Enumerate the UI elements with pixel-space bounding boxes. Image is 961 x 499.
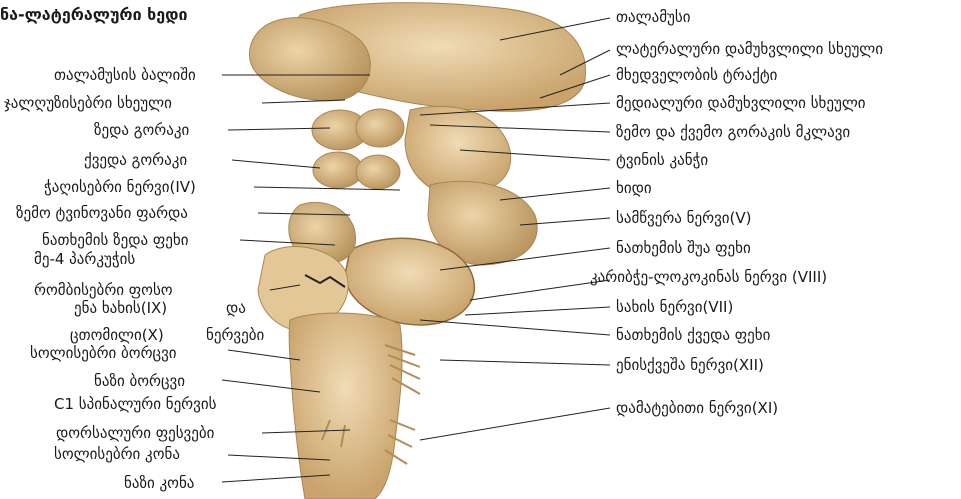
label-pulvinar: თალამუსის ბალიში [54,66,196,84]
label-and: და [226,299,246,317]
superior-colliculus-shape-2 [356,109,404,147]
label-hypoglossal: ენისქვეშა ნერვი(XII) [616,356,764,374]
label-nerves: ნერვები [206,326,264,344]
label-colliculi-brachium: ზემო და ქვემო გორაკის მკლავი [616,123,850,141]
label-facial: სახის ნერვი(VII) [616,298,733,316]
label-cuneate-fasciculus: სოლისებრი კონა [54,445,180,463]
label-inferior-peduncle: ნათხემის ქვედა ფეხი [616,326,770,344]
label-trigeminal: სამწვერა ნერვი(V) [616,209,752,227]
label-superior-velum: ზემო ტვინოვანი ფარდა [16,204,188,222]
label-trochlear-nerve: ჭაღისებრი ნერვი(IV) [44,178,196,196]
label-superior-colliculus: ზედა გორაკი [94,121,189,139]
label-vestibulocochlear: კარიბჭე-ლოკოკინას ნერვი (VIII) [590,268,827,286]
label-superior-peduncle: ნათხემის ზედა ფეხი [42,231,189,249]
label-cuneate-tubercle: სოლისებრი ბორცვი [30,344,177,362]
label-inferior-colliculus: ქვედა გორაკი [84,151,187,169]
label-pons: ხიდი [616,179,652,197]
label-gracile-fasciculus: ნაზი კონა [124,474,194,492]
label-lateral-geniculate: ლატერალური დამუხვლილი სხეული [616,40,883,58]
label-glossopharyngeal: ენა ხახის(IX) [74,299,167,317]
label-middle-peduncle: ნათხემის შუა ფეხი [616,239,751,257]
label-dorsal-roots: დორსალური ფესვები [56,424,214,442]
label-accessory: დამატებითი ნერვი(XI) [616,399,778,417]
label-c1-nerve: C1 სპინალური ნერვის [54,395,216,413]
label-fourth-ventricle: მე-4 პარკუჭის [34,250,135,268]
label-rhomboid-fossa: რომბისებრი ფოსო [34,281,173,299]
label-lateral-body: ჯალღუზისებრი სხეული [4,94,172,112]
label-medial-geniculate: მედიალური დამუხვლილი სხეული [616,94,866,112]
inferior-colliculus-shape [313,152,363,188]
inferior-colliculus-shape-2 [356,155,400,189]
label-vagus: ცთომილი(X) [70,326,164,344]
label-thalamus: თალამუსი [616,8,691,26]
label-cerebral-peduncle: ტვინის კანჭი [616,151,708,169]
medulla-shape [289,313,402,499]
label-gracile-tubercle: ნაზი ბორცვი [94,372,185,390]
figure-title: ნა-ლატერალური ხედი [0,6,188,24]
label-optic-tract: მხედველობის ტრაქტი [616,66,777,84]
